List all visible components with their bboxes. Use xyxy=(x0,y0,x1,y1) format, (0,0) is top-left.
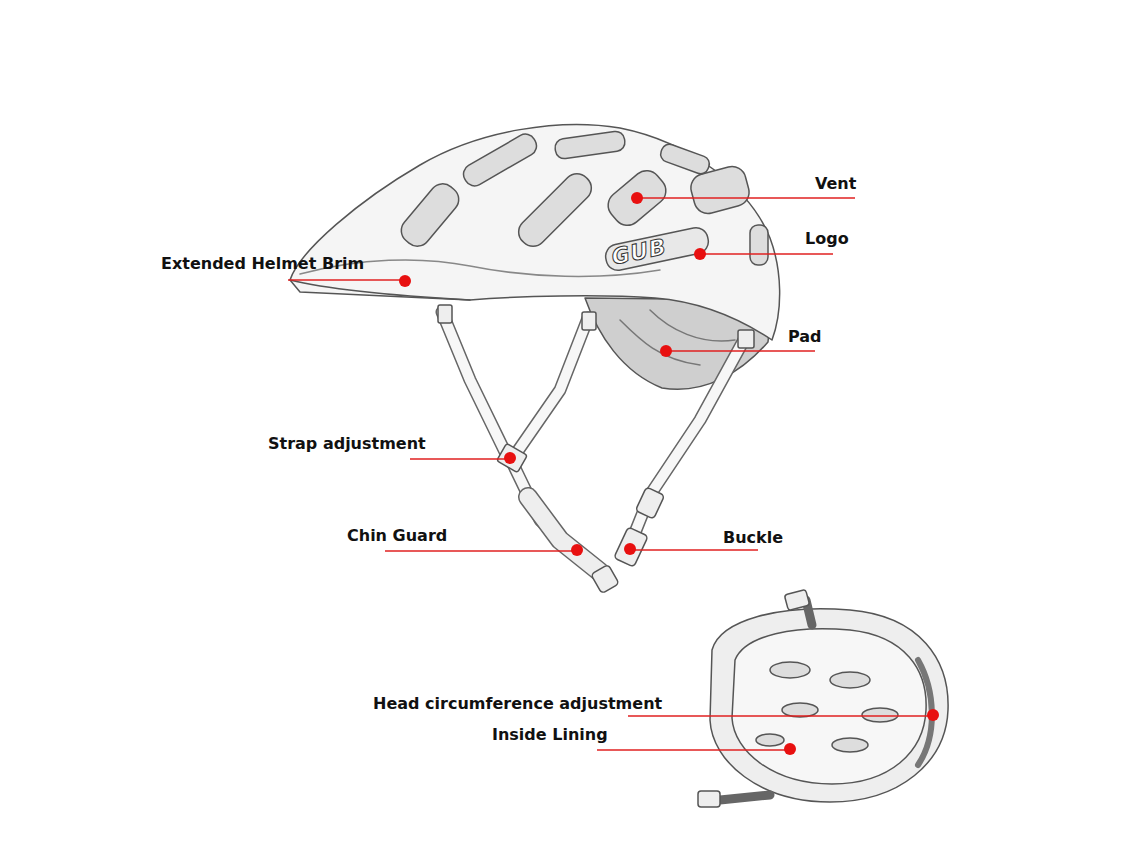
strap xyxy=(512,462,605,578)
vent xyxy=(658,142,711,176)
part-label: Logo xyxy=(805,229,849,249)
strap-fill xyxy=(442,312,745,578)
leader-line xyxy=(628,715,933,717)
callout-dot xyxy=(571,544,583,556)
leader-line xyxy=(700,253,833,255)
strap xyxy=(515,318,588,455)
leader-line xyxy=(597,749,790,751)
strap-anchor xyxy=(438,305,452,323)
buckle-shape xyxy=(591,564,619,593)
inside-lining-shape xyxy=(732,629,926,784)
callout-dots xyxy=(399,192,939,755)
part-label: Head circumference adjustment xyxy=(373,694,662,714)
leader-line xyxy=(666,350,815,352)
strap-outline xyxy=(442,312,745,578)
callout-dot xyxy=(631,192,643,204)
vent xyxy=(460,130,540,189)
strap xyxy=(442,312,508,458)
strap xyxy=(515,318,588,455)
strap-adjuster xyxy=(497,443,528,472)
callout-dot xyxy=(624,543,636,555)
part-label: Vent xyxy=(815,174,856,194)
leader-lines xyxy=(288,198,933,750)
vent xyxy=(513,168,596,251)
vent xyxy=(396,179,464,252)
leader-line xyxy=(410,458,510,460)
callout-dot xyxy=(399,275,411,287)
buckle-shape xyxy=(784,589,809,610)
callout-dot xyxy=(660,345,672,357)
lining-hole xyxy=(832,738,868,752)
strap xyxy=(512,462,605,578)
strap xyxy=(632,338,745,540)
brim-edge xyxy=(290,280,470,300)
strap xyxy=(442,312,508,458)
vent xyxy=(750,225,768,265)
strap-anchor xyxy=(582,312,596,330)
chin-guard xyxy=(528,497,600,572)
leader-line xyxy=(630,549,758,551)
buckle-shape xyxy=(698,791,720,807)
buckle-shape xyxy=(614,527,648,567)
helmet-bottom-view xyxy=(710,609,948,802)
part-label: Strap adjustment xyxy=(268,434,426,454)
chin-guard xyxy=(528,497,600,572)
lining-hole xyxy=(756,734,784,746)
lining-hole xyxy=(782,703,818,717)
part-label: Inside Lining xyxy=(492,725,608,745)
callout-dot xyxy=(694,248,706,260)
part-label: Chin Guard xyxy=(347,526,447,546)
leader-line xyxy=(385,550,577,552)
helmet-shell xyxy=(290,125,780,340)
vent xyxy=(554,130,626,160)
callout-dot xyxy=(504,452,516,464)
part-label: Extended Helmet Brim xyxy=(161,254,364,274)
strap-anchor xyxy=(738,330,754,348)
lining-hole xyxy=(862,708,898,722)
part-label: Buckle xyxy=(723,528,783,548)
strap xyxy=(720,795,770,800)
logo-band xyxy=(603,225,710,272)
part-label: Pad xyxy=(788,327,822,347)
callout-dot xyxy=(784,743,796,755)
lining-holes xyxy=(756,662,898,752)
pad-detail xyxy=(620,310,735,365)
leader-line xyxy=(288,279,405,281)
strap-slider xyxy=(635,487,664,519)
callout-dot xyxy=(927,709,939,721)
leader-line xyxy=(637,197,855,199)
strap xyxy=(632,338,745,540)
lining-hole xyxy=(770,662,810,678)
lining-hole xyxy=(830,672,870,688)
